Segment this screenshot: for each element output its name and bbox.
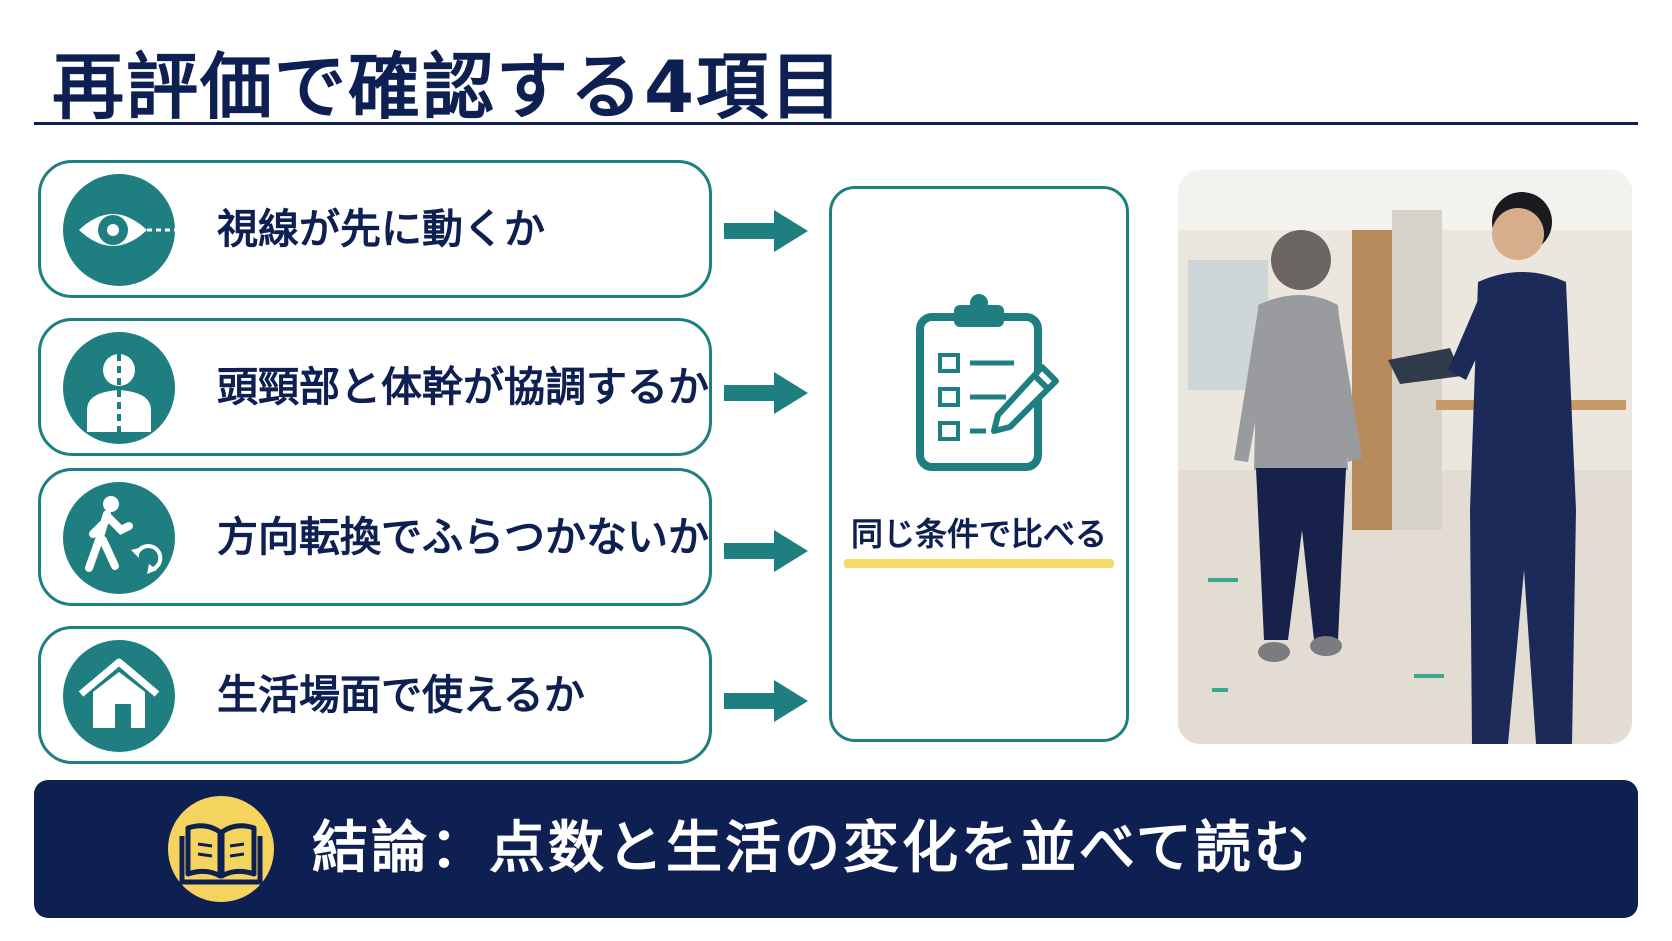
item-card-daily-life: 生活場面で使えるか — [38, 626, 712, 764]
conclusion-bar: 結論：点数と生活の変化を並べて読む — [34, 780, 1638, 918]
arrow-right-icon — [724, 210, 808, 252]
title-divider — [34, 122, 1638, 125]
compare-card: 同じ条件で比べる — [829, 186, 1129, 742]
item-label-gaze: 視線が先に動くか — [217, 205, 545, 253]
head-trunk-icon — [63, 332, 175, 444]
clipboard-checklist-icon — [916, 294, 1059, 471]
page-title: 再評価で確認する4項目 — [52, 45, 845, 129]
arrow-right-icon — [724, 372, 808, 414]
eye-icon — [63, 174, 175, 286]
item-card-head-trunk: 頭頸部と体幹が協調するか — [38, 318, 712, 456]
hallway-walking-assessment-photo — [1178, 170, 1632, 744]
item-label-head-trunk: 頭頸部と体幹が協調するか — [217, 363, 709, 411]
book-icon — [168, 796, 274, 902]
walking-turn-icon — [63, 482, 175, 594]
compare-label: 同じ条件で比べる — [850, 515, 1107, 553]
item-label-turning: 方向転換でふらつかないか — [217, 513, 709, 561]
arrow-right-icon — [724, 530, 808, 572]
item-card-gaze: 視線が先に動くか — [38, 160, 712, 298]
item-label-daily-life: 生活場面で使えるか — [217, 671, 585, 719]
conclusion-text: 結論：点数と生活の変化を並べて読む — [312, 816, 1313, 881]
house-icon — [63, 640, 175, 752]
highlight-underline — [844, 559, 1114, 568]
arrow-right-icon — [724, 680, 808, 722]
item-card-turning: 方向転換でふらつかないか — [38, 468, 712, 606]
